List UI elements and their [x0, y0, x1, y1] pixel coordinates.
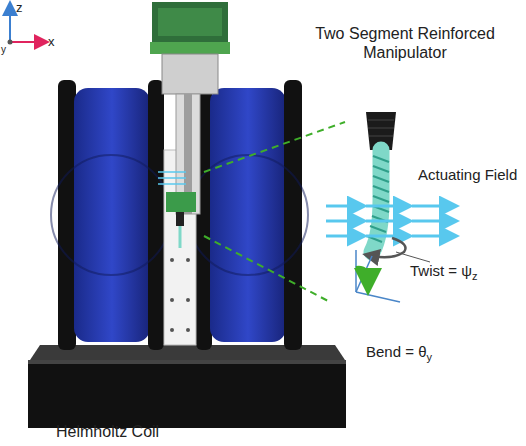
- field-arrows: [326, 206, 448, 236]
- twist-guide: [396, 252, 430, 262]
- subscript: y: [426, 351, 432, 364]
- helmholtz-coil-right: [188, 80, 308, 350]
- field-label: Actuating Field: [418, 166, 517, 184]
- bend-label: Bend = θ: [366, 343, 426, 361]
- coil-base: [28, 345, 346, 428]
- zoom-lines: [204, 122, 345, 302]
- twist-label: Twist = ψ: [410, 262, 472, 280]
- actuator-stage: [150, 2, 230, 345]
- axis-label: y: [1, 44, 6, 56]
- figure-label: Helmholtz Coil: [56, 422, 159, 441]
- axis-label: x: [48, 34, 55, 50]
- axis-indicator: [8, 8, 43, 45]
- part-label: Two Segment Reinforced Manipulator: [300, 24, 510, 62]
- bend-angle: [356, 250, 400, 302]
- twist-arrow: [372, 238, 406, 257]
- axis-label: z: [16, 0, 23, 16]
- subscript: z: [472, 270, 478, 283]
- helmholtz-coil-left: [51, 80, 171, 350]
- manipulator-closeup: [366, 112, 396, 252]
